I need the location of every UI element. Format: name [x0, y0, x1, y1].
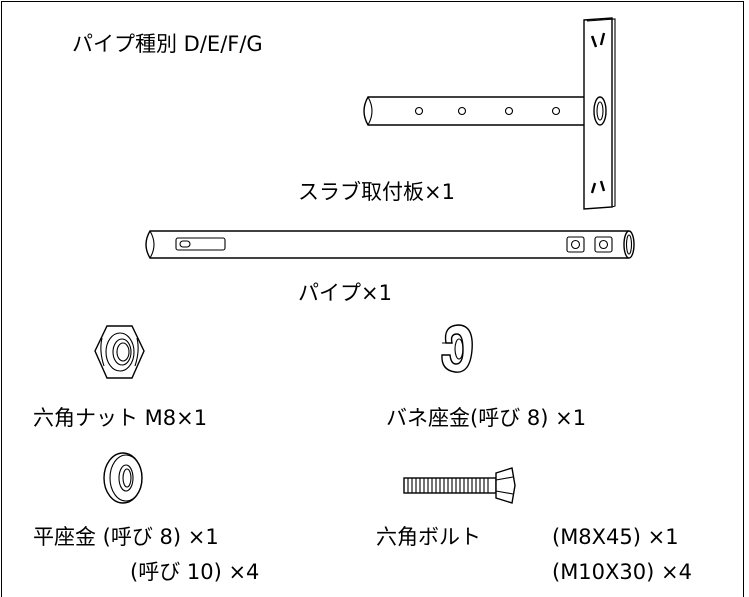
hex-bolt-label: 六角ボルト [376, 525, 481, 549]
pipe-drawing [145, 230, 635, 259]
flat-washer-label: 平座金 (呼び 8) ×1 [33, 525, 219, 549]
flat-washer-drawing [103, 452, 143, 504]
hex-nut-label: 六角ナット M8×1 [33, 406, 208, 430]
spring-washer-label: バネ座金(呼び 8) ×1 [386, 406, 587, 430]
flat-washer-label-2: (呼び 10) ×4 [130, 560, 260, 584]
spring-washer-drawing [441, 324, 473, 373]
hex-bolt-size-2: (M10X30) ×4 [552, 560, 692, 584]
pipe-label: パイプ×1 [298, 281, 392, 305]
pipe-type-title: パイプ種別 D/E/F/G [72, 32, 263, 56]
slab-plate-drawing [363, 17, 616, 210]
hex-bolt-size-1: (M8X45) ×1 [552, 525, 679, 549]
hex-nut-drawing [94, 325, 145, 379]
hex-bolt-drawing [403, 467, 516, 504]
slab-plate-label: スラブ取付板×1 [298, 180, 455, 204]
